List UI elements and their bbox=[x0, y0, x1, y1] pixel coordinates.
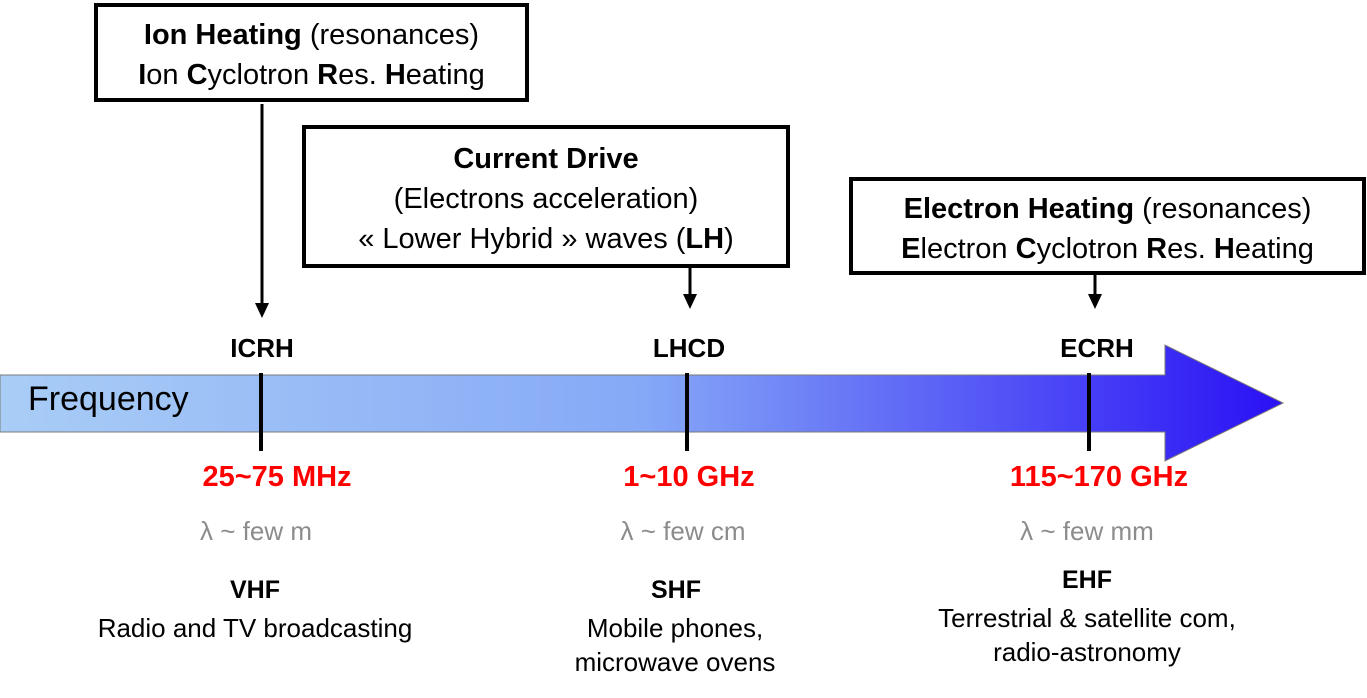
ion-heating-title: Ion Heating bbox=[143, 19, 302, 51]
waves-text: « Lower Hybrid » waves ( bbox=[358, 223, 686, 255]
acronym-rest: eating bbox=[405, 59, 485, 91]
acronym-rest: es. bbox=[1167, 233, 1214, 265]
current-drive-title: Current Drive bbox=[453, 143, 639, 175]
pointer-electron bbox=[1088, 275, 1102, 309]
acronym-letter: H bbox=[384, 59, 406, 91]
acronym-letter: E bbox=[901, 233, 921, 265]
acronym-rest: eating bbox=[1234, 233, 1314, 265]
acronym-letter: I bbox=[138, 59, 147, 91]
pointer-ion bbox=[255, 104, 269, 318]
current-drive-box: Current Drive (Electrons acceleration) «… bbox=[302, 125, 790, 268]
waves-close: ) bbox=[724, 223, 734, 255]
electron-heating-title: Electron Heating bbox=[903, 193, 1135, 225]
electron-heating-acronym-line: Electron Cyclotron Res. Heating bbox=[853, 229, 1362, 269]
current-drive-subtitle: (Electrons acceleration) bbox=[393, 183, 699, 215]
current-drive-waves-line: « Lower Hybrid » waves (LH) bbox=[306, 219, 786, 259]
electron-heating-qualifier: (resonances) bbox=[1134, 193, 1312, 225]
electron-heating-box: Electron Heating (resonances) Electron C… bbox=[849, 177, 1366, 275]
marker-icrh-wavelength: λ ~ few m bbox=[200, 516, 312, 546]
acronym-rest: es. bbox=[338, 59, 385, 91]
frequency-axis-label: Frequency bbox=[28, 380, 189, 418]
acronym-rest: yclotron bbox=[207, 59, 318, 91]
marker-ecrh-band: EHF bbox=[1062, 566, 1112, 594]
marker-lhcd-frequency: 1~10 GHz bbox=[623, 461, 755, 493]
acronym-letter: R bbox=[1146, 233, 1168, 265]
marker-lhcd-abbr: LHCD bbox=[652, 333, 726, 363]
marker-ecrh-wavelength: λ ~ few mm bbox=[1020, 516, 1154, 546]
ion-heating-acronym-line: Ion Cyclotron Res. Heating bbox=[98, 55, 525, 95]
marker-lhcd-use-line2: microwave ovens bbox=[574, 647, 776, 677]
electron-heating-title-line: Electron Heating (resonances) bbox=[853, 189, 1362, 229]
waves-abbr: LH bbox=[685, 223, 725, 255]
marker-icrh-use: Radio and TV broadcasting bbox=[97, 613, 413, 643]
pointer-cd bbox=[683, 268, 697, 309]
ion-heating-box: Ion Heating (resonances) Ion Cyclotron R… bbox=[94, 3, 529, 102]
marker-lhcd-use-line1: Mobile phones, bbox=[586, 613, 764, 643]
marker-ecrh-use-line2: radio-astronomy bbox=[993, 637, 1181, 667]
marker-ecrh-use-line1: Terrestrial & satellite com, bbox=[938, 603, 1236, 633]
marker-icrh-frequency: 25~75 MHz bbox=[202, 461, 352, 493]
marker-lhcd-band: SHF bbox=[651, 576, 701, 604]
acronym-letter: C bbox=[1015, 233, 1037, 265]
acronym-letter: R bbox=[317, 59, 339, 91]
frequency-arrow bbox=[0, 344, 1285, 462]
acronym-rest: on bbox=[146, 59, 187, 91]
marker-icrh-abbr: ICRH bbox=[230, 333, 294, 363]
ion-heating-qualifier: (resonances) bbox=[301, 19, 480, 51]
ion-heating-title-line: Ion Heating (resonances) bbox=[98, 15, 525, 55]
marker-icrh-band: VHF bbox=[230, 576, 280, 604]
acronym-rest: yclotron bbox=[1036, 233, 1147, 265]
acronym-rest: lectron bbox=[920, 233, 1016, 265]
marker-ecrh-frequency: 115~170 GHz bbox=[1009, 461, 1189, 493]
marker-lhcd-wavelength: λ ~ few cm bbox=[620, 516, 746, 546]
marker-ecrh-abbr: ECRH bbox=[1060, 333, 1134, 363]
acronym-letter: H bbox=[1213, 233, 1235, 265]
acronym-letter: C bbox=[186, 59, 208, 91]
